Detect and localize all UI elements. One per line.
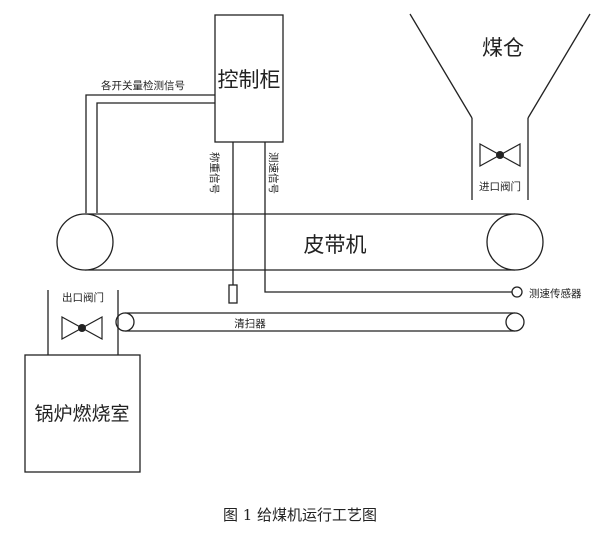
- inlet-valve-icon: [479, 142, 521, 168]
- scraper-right-roller: [505, 312, 525, 332]
- belt-right-roller: [486, 213, 544, 271]
- outlet-valve-label: 出口阀门: [62, 291, 104, 304]
- boiler-label: 锅炉燃烧室: [34, 403, 129, 425]
- switch-signal-lines: [85, 94, 215, 213]
- inlet-valve-label: 进口阀门: [479, 180, 521, 193]
- weighing-sensor: [228, 284, 238, 304]
- belt-conveyor: [56, 213, 544, 271]
- speed-sensor-label: 测速传感器: [529, 287, 582, 300]
- belt-conveyor-label: 皮带机: [304, 233, 367, 257]
- control-cabinet-label: 控制柜: [218, 68, 281, 92]
- switch-signals-label: 各开关量检测信号: [101, 79, 185, 92]
- weighing-signal-label: 称重信号: [208, 152, 221, 194]
- boiler-box: [24, 354, 141, 473]
- scraper: [115, 312, 525, 332]
- coal-bunker: [409, 13, 591, 200]
- speed-sensor: [511, 286, 523, 298]
- figure-caption: 图 1 给煤机运行工艺图: [223, 506, 377, 524]
- speed-signal-line: [264, 142, 512, 293]
- control-cabinet-box: [214, 14, 284, 143]
- coal-bunker-label: 煤仓: [482, 36, 524, 60]
- scraper-label: 清扫器: [234, 317, 266, 330]
- outlet-valve-icon: [61, 315, 103, 341]
- outlet-channel: [47, 290, 119, 355]
- speed-signal-label: 测速信号: [267, 152, 280, 194]
- scraper-left-roller: [115, 312, 135, 332]
- belt-left-roller: [56, 213, 114, 271]
